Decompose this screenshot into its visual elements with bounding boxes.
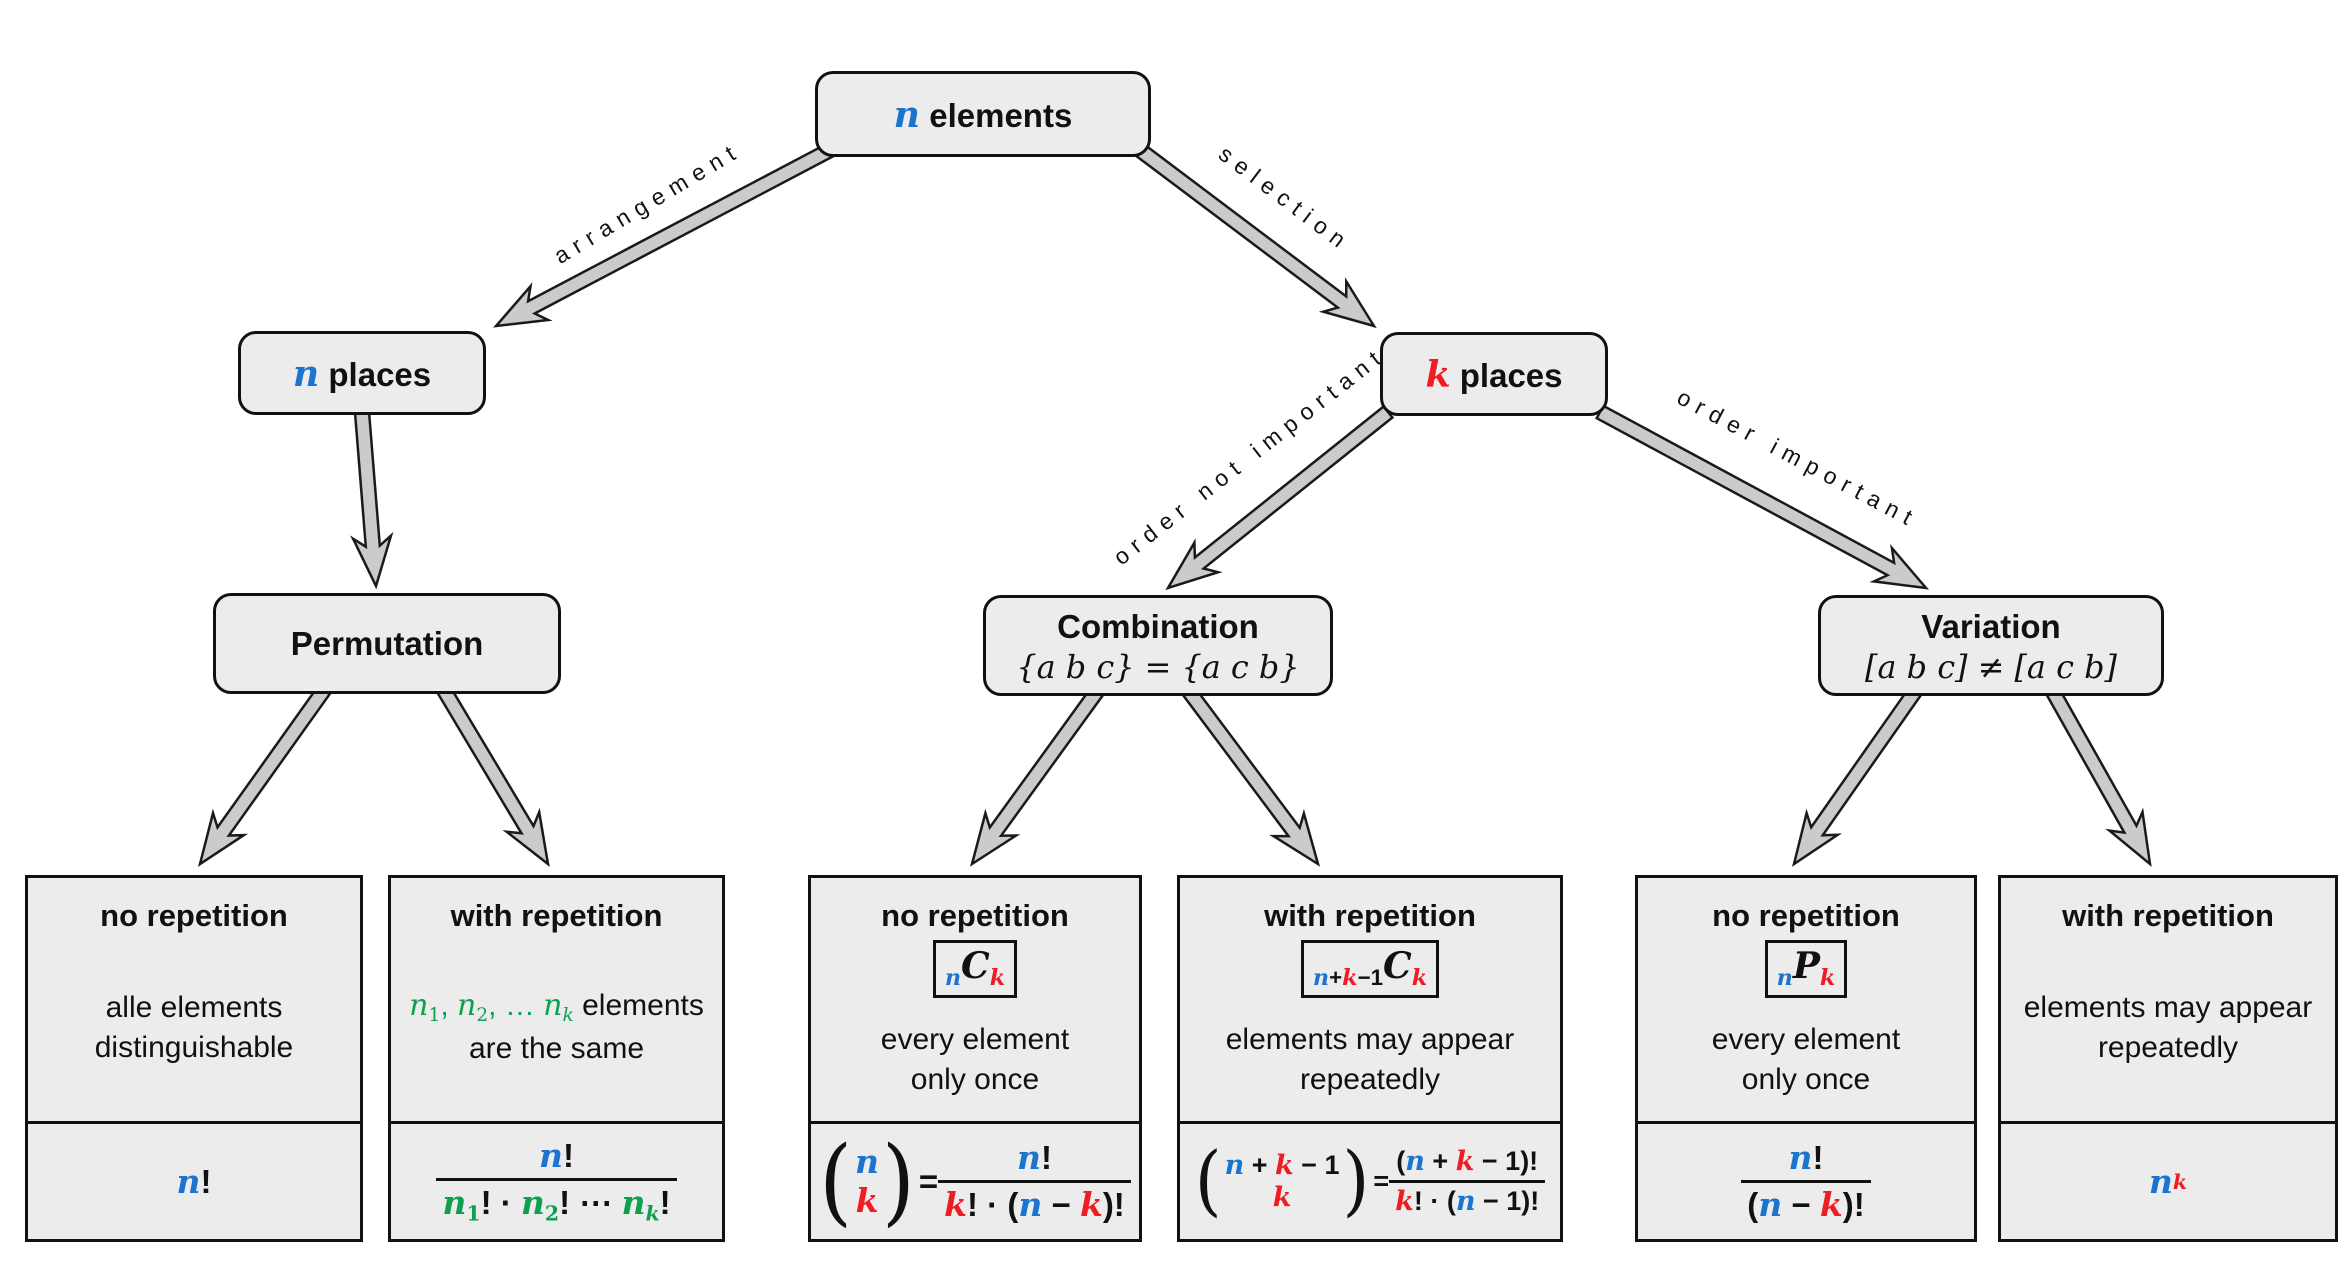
node-label: n places [292,351,432,395]
leaf-description: alle elements distinguishable [94,990,294,1064]
node-subtitle: {a b c} = {a c b} [1016,647,1300,686]
arrow-connector [1180,684,1321,867]
node-subtitle: [a b c] ≠ [a c b] [1865,647,2117,686]
node-title: Permutation [290,624,484,662]
leaf-description: n1, n2, … nk elements are the same [409,988,704,1065]
leaf-variation-no-repetition: no repetition nPk every element only onc… [1635,875,1977,1242]
leaf-permutation-with-repetition: with repetition n1, n2, … nk elements ar… [388,875,725,1242]
arrow-connector [1792,684,1924,867]
node-n-elements: n elements [815,71,1151,157]
leaf-title: with repetition [450,898,663,933]
node-n-places: n places [238,331,486,415]
leaf-permutation-no-repetition: no repetition alle elements distinguisha… [25,875,363,1242]
leaf-title: with repetition [2062,898,2274,933]
arrow-connector [1595,404,1930,590]
node-combination: Combination {a b c} = {a c b} [983,595,1333,696]
node-permutation: Permutation [213,593,561,694]
arrow-connector [436,684,550,867]
arrow-connector [2044,684,2152,868]
arrow-connector [350,410,394,590]
leaf-title: no repetition [1712,898,1900,933]
leaf-description: elements may appear repeatedly [1225,1022,1515,1096]
arrow-connector [1165,404,1395,591]
leaf-variation-with-repetition: with repetition elements may appear repe… [1998,875,2338,1242]
leaf-combination-with-repetition: with repetition n+k−1Ck elements may app… [1177,875,1563,1242]
leaf-title: with repetition [1264,898,1476,933]
formula-badge-n+k-1Ck: n+k−1Ck [1300,940,1440,999]
node-title: Variation [1921,607,2061,645]
node-k-places: k places [1380,332,1608,416]
leaf-description: every element only once [1711,1022,1901,1096]
node-variation: Variation [a b c] ≠ [a c b] [1818,595,2164,696]
node-title: Combination [1057,607,1259,645]
arrow-connector [197,684,332,867]
node-label: k places [1425,352,1563,396]
node-label: n elements [893,92,1073,136]
leaf-description: every element only once [880,1022,1070,1096]
arrow-connector [1134,142,1377,329]
leaf-formula: n! [28,1121,360,1239]
leaf-combination-no-repetition: no repetition nCk every element only onc… [808,875,1142,1242]
leaf-formula: n!n1! · n2! ⋯ nk! [391,1121,722,1239]
arrow-connector [969,684,1106,867]
formula-badge-nPk: nPk [1764,940,1848,999]
leaf-formula: n!(n − k)! [1638,1121,1974,1239]
leaf-title: no repetition [881,898,1069,933]
arrow-connector [492,142,835,328]
leaf-description: elements may appear repeatedly [2023,990,2313,1064]
formula-badge-nCk: nCk [932,940,1018,999]
leaf-title: no repetition [100,898,288,933]
